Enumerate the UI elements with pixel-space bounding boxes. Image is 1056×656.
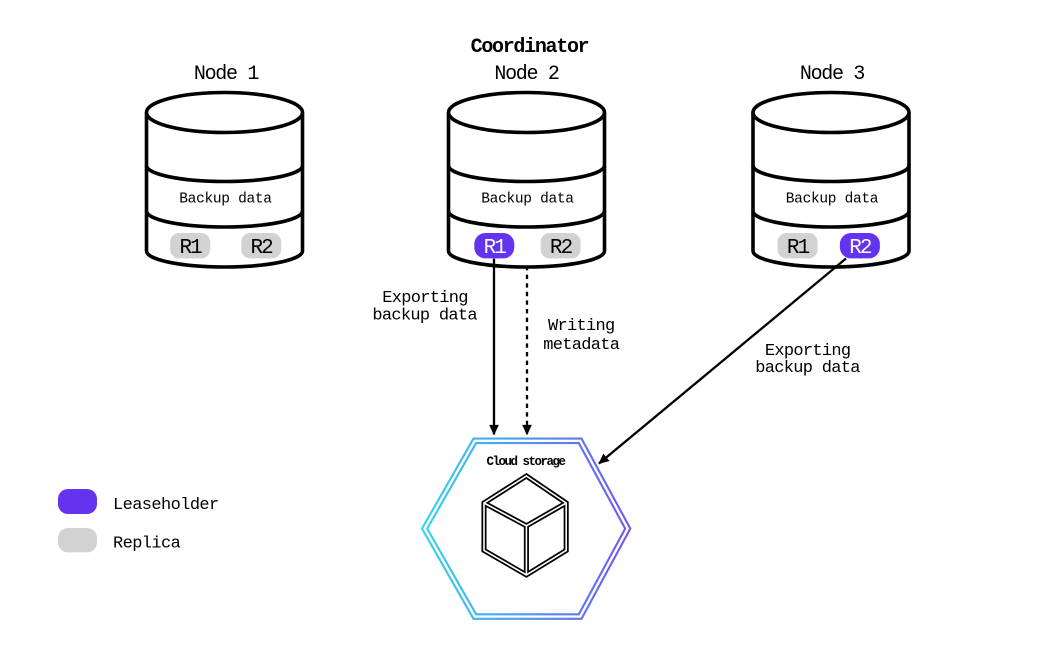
svg-text:Node 2: Node 2 bbox=[494, 63, 559, 86]
svg-text:R1: R1 bbox=[179, 237, 202, 260]
svg-text:Backup data: Backup data bbox=[179, 192, 272, 208]
svg-text:Exporting: Exporting bbox=[382, 289, 468, 308]
svg-text:Exporting: Exporting bbox=[765, 342, 851, 361]
svg-text:R1: R1 bbox=[484, 237, 507, 260]
svg-text:Node 3: Node 3 bbox=[800, 63, 865, 86]
svg-text:Writing: Writing bbox=[548, 317, 615, 336]
svg-text:R1: R1 bbox=[787, 237, 810, 260]
svg-text:Leaseholder: Leaseholder bbox=[113, 496, 219, 515]
svg-text:Cloud storage: Cloud storage bbox=[486, 455, 565, 469]
svg-text:backup data: backup data bbox=[372, 306, 477, 325]
svg-text:Backup data: Backup data bbox=[481, 192, 574, 208]
svg-text:R2: R2 bbox=[849, 237, 872, 260]
svg-text:R2: R2 bbox=[250, 237, 273, 260]
svg-text:backup data: backup data bbox=[755, 359, 860, 378]
svg-text:metadata: metadata bbox=[543, 336, 620, 355]
svg-text:Coordinator: Coordinator bbox=[471, 36, 589, 59]
svg-text:Replica: Replica bbox=[113, 535, 181, 554]
svg-text:R2: R2 bbox=[550, 237, 573, 260]
svg-text:Node 1: Node 1 bbox=[194, 63, 260, 86]
svg-text:Backup data: Backup data bbox=[786, 192, 879, 208]
